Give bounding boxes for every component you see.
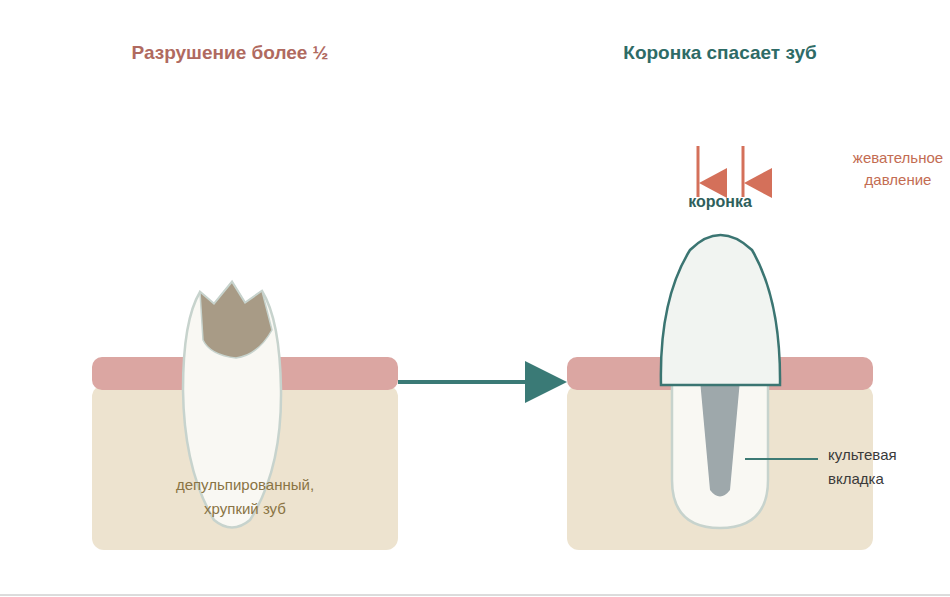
panel-title: Разрушение более ½	[95, 42, 365, 64]
pressure-arrows	[698, 146, 772, 198]
flow-arrow	[398, 361, 567, 403]
node-text: культевая вкладка	[828, 443, 918, 491]
crown-outline	[661, 235, 780, 385]
gum-band	[92, 357, 398, 390]
crown: коронка	[659, 188, 781, 388]
crown-label: коронка	[639, 190, 801, 214]
node-text: депульпированный, хрупкий зуб	[160, 473, 330, 521]
tooth-panel: депульпированный, хрупкий зуб	[92, 357, 398, 550]
bottom-rule	[0, 595, 950, 596]
bone-block	[92, 385, 398, 550]
node-shape	[659, 228, 781, 388]
panel-title: Коронка спасает зуб	[585, 42, 855, 64]
decay-area	[200, 282, 272, 358]
node-shape	[92, 357, 398, 550]
bone-block	[567, 385, 873, 550]
force-label: жевательное давление	[848, 147, 948, 191]
